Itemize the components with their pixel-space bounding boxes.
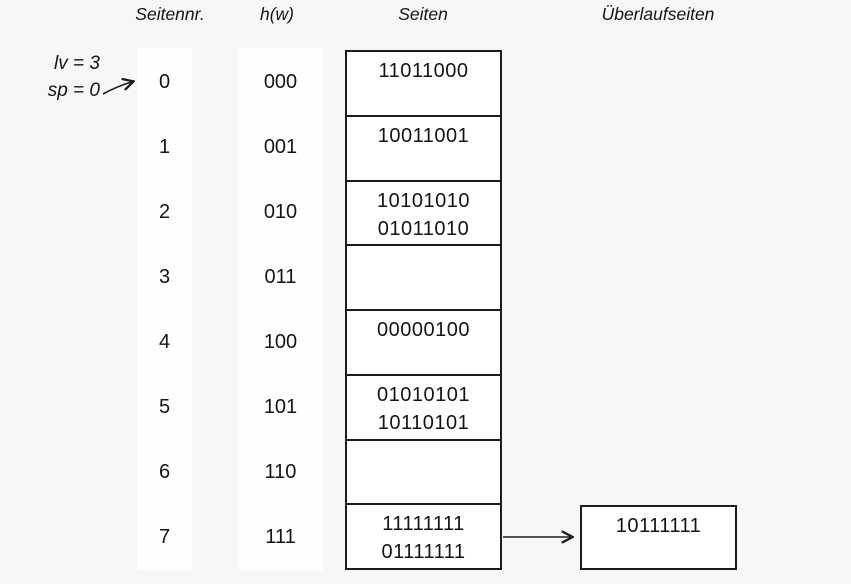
hw-column: 000 001 010 011 100 101 110 111	[238, 50, 323, 570]
page-cell-7: 11111111 01111111	[347, 505, 500, 568]
record-value: 00000100	[377, 319, 470, 341]
record-value: 10110101	[377, 411, 470, 434]
column-header-ueberlaufseiten: Überlaufseiten	[601, 4, 715, 24]
page-number: 3	[158, 266, 171, 288]
lv-label: lv = 3	[54, 53, 100, 74]
page-cell-1: 10011001	[347, 117, 500, 182]
column-header-seiten: Seiten	[398, 4, 448, 24]
page-number: 0	[158, 71, 171, 93]
column-header-hw: h(w)	[259, 4, 295, 24]
hash-value: 011	[264, 266, 297, 288]
hash-value: 100	[263, 331, 298, 353]
record-value: 11011000	[378, 60, 469, 82]
page-cell-0: 11011000	[347, 52, 500, 117]
record-value: 01010101	[377, 383, 470, 406]
page-number: 7	[158, 526, 171, 548]
record-value: 01011010	[377, 217, 470, 240]
page-cell-3	[347, 246, 500, 311]
hw-column-strip	[238, 48, 323, 570]
overflow-page-box: 10111111	[580, 505, 737, 570]
record-value	[347, 474, 500, 502]
page-number: 2	[158, 201, 171, 223]
hash-value: 001	[263, 136, 298, 158]
page-cell-2: 10101010 01011010	[347, 182, 500, 247]
record-value: 10111111	[615, 515, 702, 537]
page-number: 5	[158, 396, 171, 418]
hash-value: 101	[263, 396, 298, 418]
record-value	[347, 150, 500, 178]
seitennr-column: 0 1 2 3 4 5 6 7	[137, 50, 192, 570]
sp-pointer-arrow	[102, 82, 133, 95]
page-number: 1	[158, 136, 171, 158]
record-value	[347, 251, 500, 279]
record-value: 10011001	[377, 124, 470, 147]
page-cell-6	[347, 441, 500, 506]
record-value: 11111111	[382, 513, 465, 536]
pages-box: 11011000 10011001 10101010 01011010 0000…	[345, 50, 502, 570]
hash-value: 010	[263, 201, 298, 223]
record-value	[347, 85, 500, 113]
sp-label: sp = 0	[47, 80, 100, 101]
record-value	[347, 344, 500, 372]
record-value	[347, 446, 500, 474]
hash-value: 000	[263, 71, 298, 93]
page-number: 6	[158, 461, 171, 483]
record-value: 10101010	[377, 189, 470, 212]
hash-value: 111	[265, 526, 296, 548]
page-number: 4	[158, 331, 171, 353]
seitennr-column-strip	[137, 48, 192, 570]
state-annotation: lv = 3 sp = 0	[26, 50, 100, 104]
page-cell-4: 00000100	[347, 311, 500, 376]
page-cell-5: 01010101 10110101	[347, 376, 500, 441]
column-header-seitennr: Seitennr.	[135, 4, 205, 24]
record-value	[347, 279, 500, 307]
hash-value: 110	[264, 461, 297, 483]
record-value: 01111111	[381, 541, 466, 564]
